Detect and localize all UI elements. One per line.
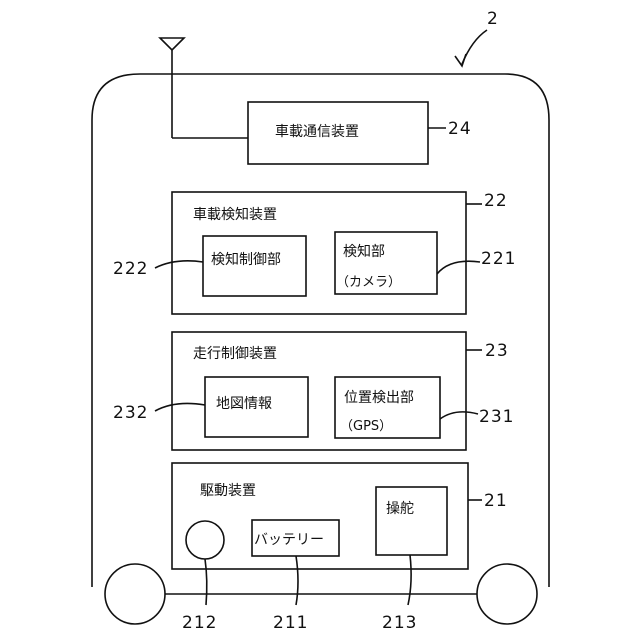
map-info-label: 地図情報	[216, 396, 272, 412]
battery-leader	[296, 556, 298, 605]
detection-control-ref: 222	[113, 259, 148, 279]
motor-leader	[205, 559, 207, 605]
figure-ref-arrow	[462, 30, 487, 64]
position-detector-label: 位置検出部	[344, 390, 414, 406]
travel-control-label: 走行制御装置	[193, 346, 277, 362]
drive-device-ref: 21	[484, 491, 508, 511]
detection-control-label: 検知制御部	[211, 251, 281, 268]
detector-sublabel: （カメラ）	[336, 275, 401, 290]
steering-label: 操舵	[386, 501, 414, 517]
travel-control-ref: 23	[485, 341, 509, 361]
comm-device-label: 車載通信装置	[275, 123, 359, 140]
detector-ref: 221	[481, 249, 516, 269]
motor-ref: 212	[182, 613, 217, 633]
steering-ref: 213	[382, 613, 417, 633]
figure-ref-label: 2	[487, 9, 499, 29]
motor-circle	[186, 521, 224, 559]
position-detector-ref: 231	[479, 407, 514, 427]
steering-box	[376, 487, 447, 555]
detection-device-label: 車載検知装置	[193, 206, 277, 223]
figure-ref-arrowhead	[455, 54, 466, 66]
battery-label: バッテリー	[254, 532, 324, 548]
front-wheel	[105, 564, 165, 624]
position-detector-sublabel: （GPS）	[340, 419, 392, 434]
rear-wheel	[477, 564, 537, 624]
detector-label: 検知部	[343, 243, 385, 260]
comm-device-ref: 24	[448, 119, 472, 139]
detection-device-ref: 22	[484, 191, 508, 211]
antenna-icon	[160, 38, 184, 50]
map-info-ref: 232	[113, 403, 148, 423]
drive-device-label: 駆動装置	[200, 483, 256, 499]
battery-ref: 211	[273, 613, 308, 633]
